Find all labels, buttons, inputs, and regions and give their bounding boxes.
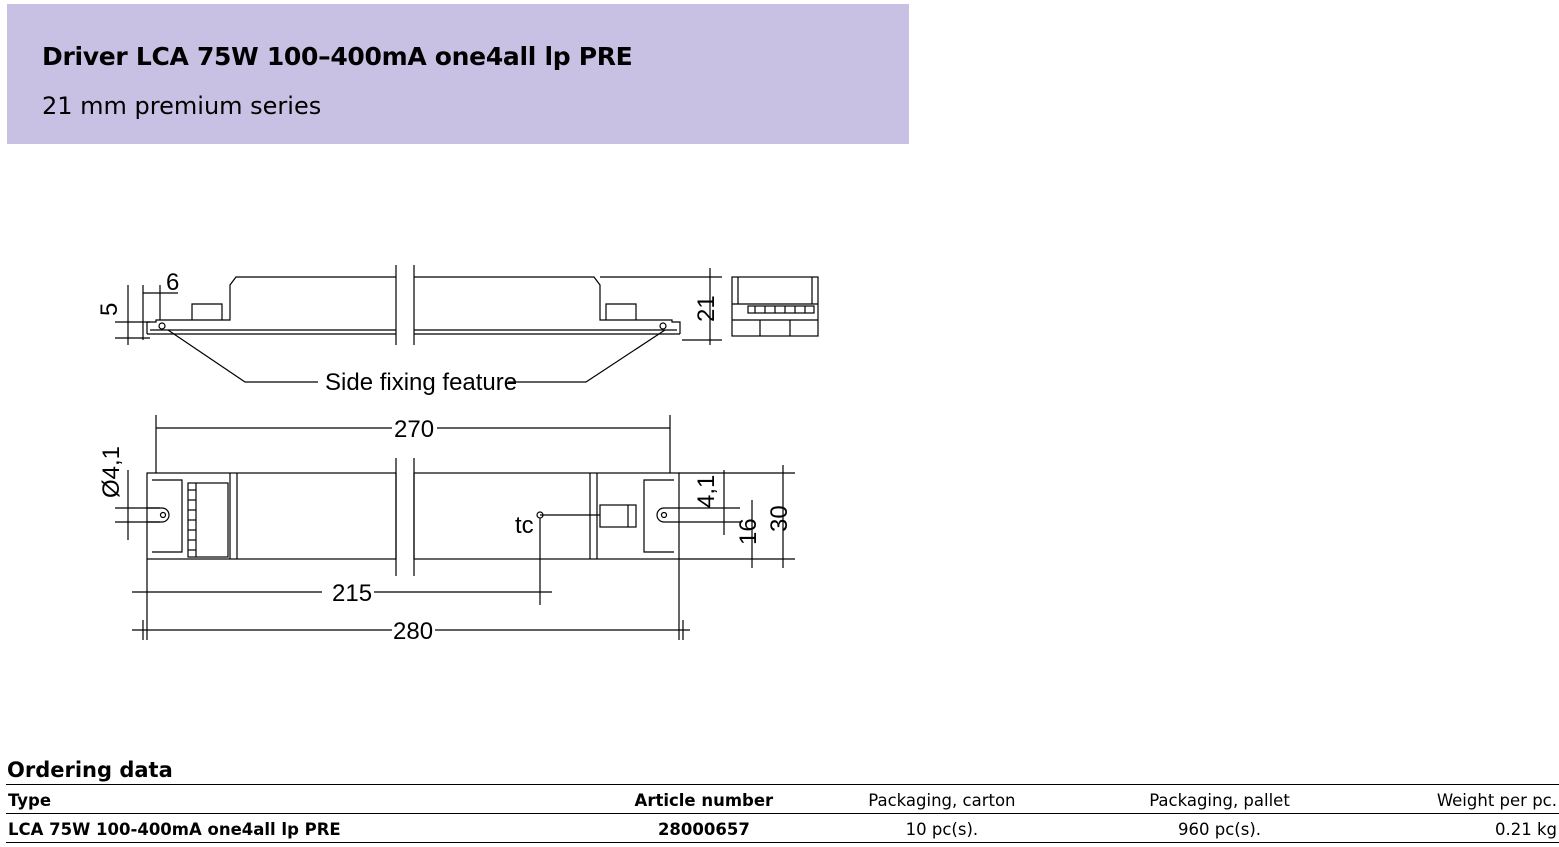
dim-280-label: 280 (393, 618, 433, 645)
column-header-article-number: Article number (634, 791, 774, 810)
column-header-packaging-pallet: Packaging, pallet (1149, 791, 1290, 810)
cell-packaging-pallet: 960 pc(s). (1178, 820, 1261, 839)
dim-hole-dia-label: Ø4,1 (98, 446, 125, 498)
dim-215-label: 215 (332, 580, 372, 607)
dim-21-label: 21 (693, 295, 720, 322)
product-header: Driver LCA 75W 100–400mA one4all lp PRE … (7, 4, 909, 144)
cell-type: LCA 75W 100-400mA one4all lp PRE (8, 820, 341, 839)
tc-label: tc (515, 512, 534, 539)
cell-packaging-carton: 10 pc(s). (905, 820, 979, 839)
end-view (731, 276, 819, 337)
dim-6-label: 6 (166, 269, 179, 296)
table-header-row: Type Article number Packaging, carton Pa… (6, 784, 1559, 814)
product-subtitle: 21 mm premium series (42, 92, 322, 120)
dim-hole-slot-label: 4,1 (693, 475, 720, 508)
cell-article-number: 28000657 (657, 820, 750, 839)
dim-270-label: 270 (394, 416, 434, 443)
column-header-packaging-carton: Packaging, carton (868, 791, 1016, 810)
column-header-type: Type (8, 791, 52, 810)
column-header-weight: Weight per pc. (1436, 791, 1557, 810)
ordering-data-table: Type Article number Packaging, carton Pa… (6, 784, 1559, 843)
ordering-data-title: Ordering data (7, 758, 173, 782)
dim-5-label: 5 (96, 303, 123, 316)
side-fixing-label: Side fixing feature (325, 369, 517, 396)
dimension-drawing: 6 5 21 Side fixing feature 270 Ø4,1 4,1 … (96, 265, 819, 645)
dim-16-label: 16 (735, 518, 762, 545)
cell-weight: 0.21 kg (1494, 820, 1557, 839)
side-view (115, 265, 722, 383)
table-row: LCA 75W 100-400mA one4all lp PRE 2800065… (6, 814, 1559, 843)
product-title: Driver LCA 75W 100–400mA one4all lp PRE (42, 42, 633, 71)
top-view (115, 415, 795, 640)
dim-30-label: 30 (766, 505, 793, 532)
